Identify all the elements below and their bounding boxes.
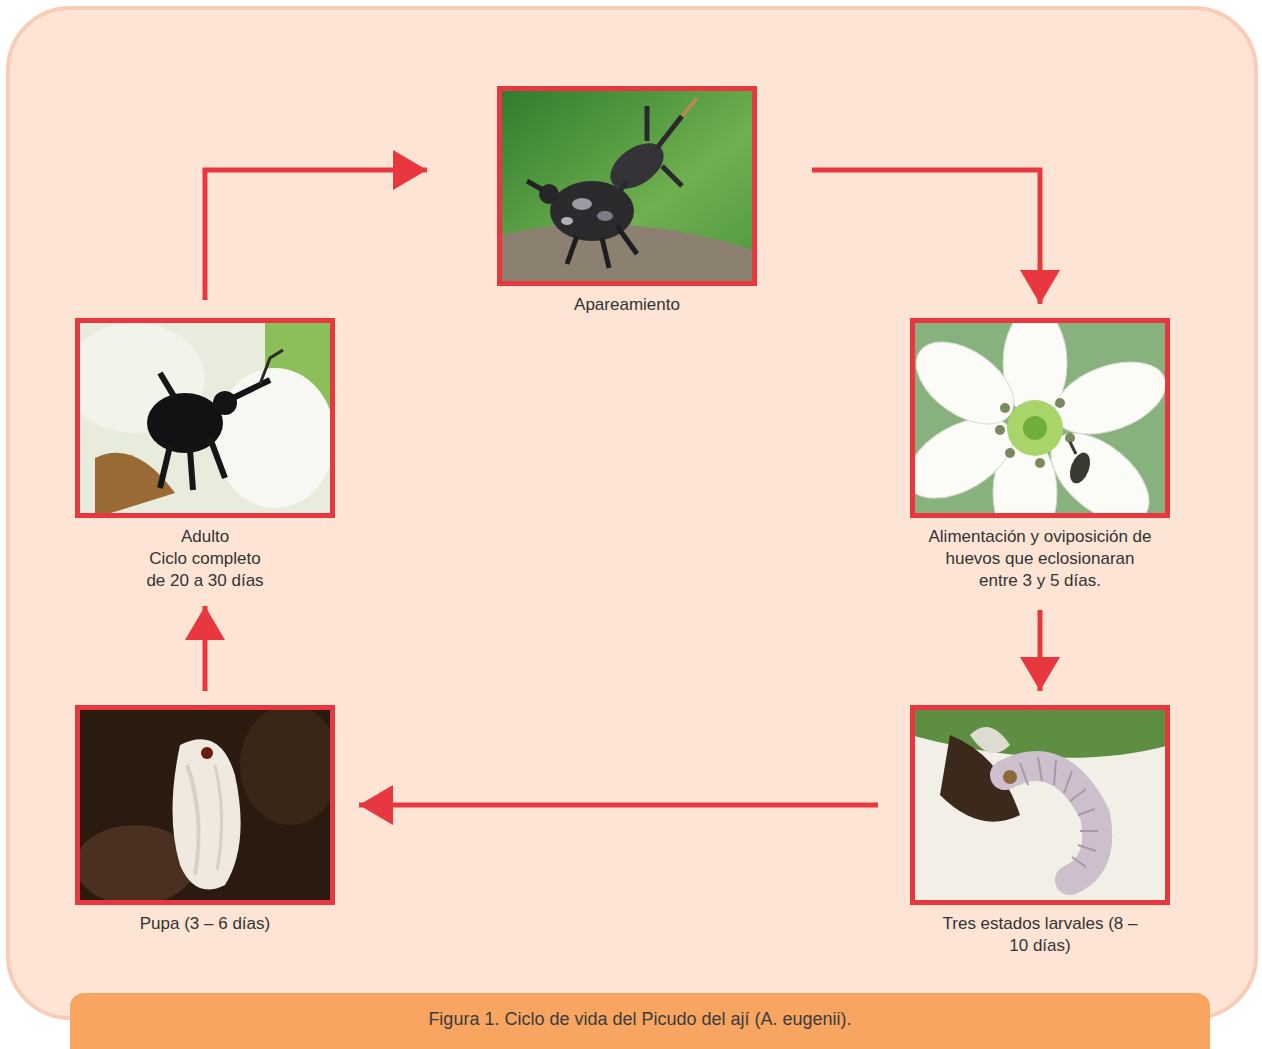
stage-box: Apareamiento	[487, 86, 767, 316]
caption: Figura 1. Ciclo de vida del Picudo del a…	[70, 993, 1210, 1031]
stage-box: Pupa (3 – 6 días)	[65, 705, 345, 935]
stage-box: Alimentación y oviposición de huevos que…	[900, 318, 1180, 592]
cycle-arrow	[812, 170, 1040, 304]
stage-label: Alimentación y oviposición de huevos que…	[927, 526, 1153, 592]
cycle-arrow	[1038, 610, 1043, 691]
stage-label: Adulto	[70, 526, 340, 548]
stage-note: Ciclo completo de 20 a 30 días	[138, 548, 273, 592]
pupa-photo	[75, 705, 335, 905]
stage-label: Pupa (3 – 6 días)	[70, 913, 340, 935]
stage-label: Tres estados larvales (8 – 10 días)	[940, 913, 1140, 957]
stage-box: Tres estados larvales (8 – 10 días)	[900, 705, 1180, 957]
larva-photo	[910, 705, 1170, 905]
stage-box: AdultoCiclo completo de 20 a 30 días	[65, 318, 345, 592]
stage-label: Apareamiento	[492, 294, 762, 316]
flower-photo	[910, 318, 1170, 518]
cycle-arrow	[205, 170, 427, 300]
panel	[8, 8, 1256, 1018]
cycle-arrow	[359, 803, 878, 808]
mating-photo	[497, 86, 757, 286]
adult-photo	[75, 318, 335, 518]
caption-bar: Figura 1. Ciclo de vida del Picudo del a…	[70, 993, 1210, 1049]
cycle-arrow	[203, 606, 208, 691]
